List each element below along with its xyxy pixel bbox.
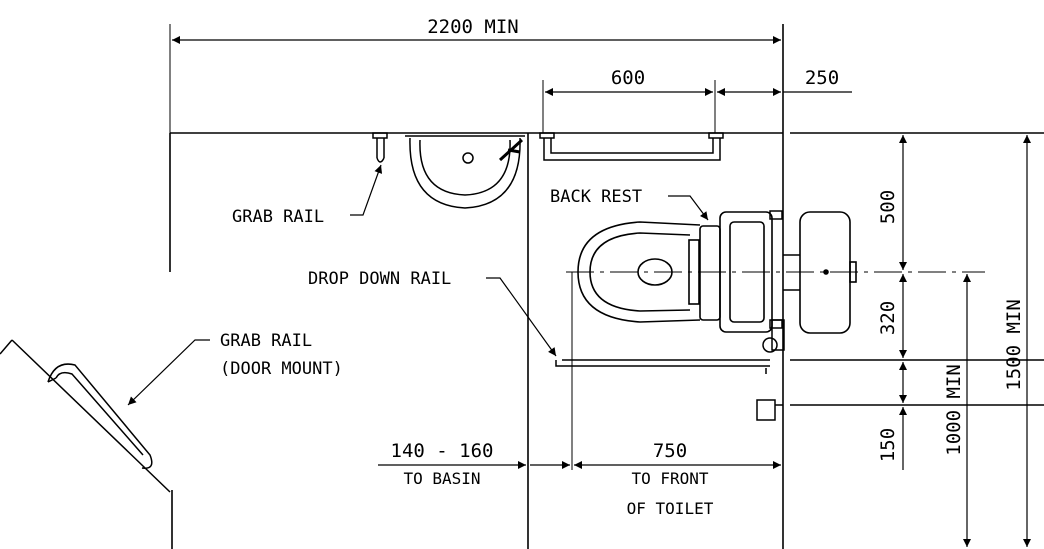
dimension-1000-min: 1000 MIN [943,274,971,547]
dim-750-note-2: OF TOILET [627,499,714,518]
dim-140-160-note: TO BASIN [403,469,480,488]
dim-320-text: 320 [877,301,899,335]
dim-250-text: 250 [805,67,839,89]
label-grab-rail-door-line1: GRAB RAIL [220,331,312,351]
dim-750-text: 750 [653,440,687,462]
drop-down-rail [555,319,785,374]
leader-grab-rail [350,164,383,216]
grab-rail-back-wall [539,132,724,161]
leader-drop-down-rail [486,277,557,357]
dimension-150: 150 [877,362,907,470]
dimension-600-250: 600 250 [542,67,852,133]
dimension-2200-min: 2200 MIN [169,16,781,133]
dimension-140-160: 140 - 160 TO BASIN [378,440,526,488]
leader-grab-rail-door [127,339,210,406]
dim-1500-text: 1500 MIN [1003,299,1025,391]
label-grab-rail: GRAB RAIL [232,207,324,227]
dimension-750: 750 TO FRONT OF TOILET [530,272,781,518]
label-grab-rail-door-line2: (DOOR MOUNT) [220,359,343,379]
leader-back-rest [668,195,709,221]
room-walls [169,24,1044,549]
dim-140-160-text: 140 - 160 [391,440,494,462]
dim-1000-text: 1000 MIN [943,364,965,456]
dim-500-text: 500 [877,190,899,224]
grab-rail-lower [756,399,783,421]
dimension-500: 500 [877,135,907,270]
basin [405,135,525,209]
dimension-320: 320 [877,274,907,358]
dimension-1500-min: 1500 MIN [1003,135,1031,547]
dim-600-text: 600 [611,67,645,89]
dim-2200-text: 2200 MIN [427,16,519,38]
label-drop-down-rail: DROP DOWN RAIL [308,269,451,289]
label-back-rest: BACK REST [550,187,642,207]
dim-750-note-1: TO FRONT [631,469,708,488]
dim-150-text: 150 [877,428,899,462]
grab-rail-left [372,132,388,163]
grab-rail-door-mount [0,339,171,493]
